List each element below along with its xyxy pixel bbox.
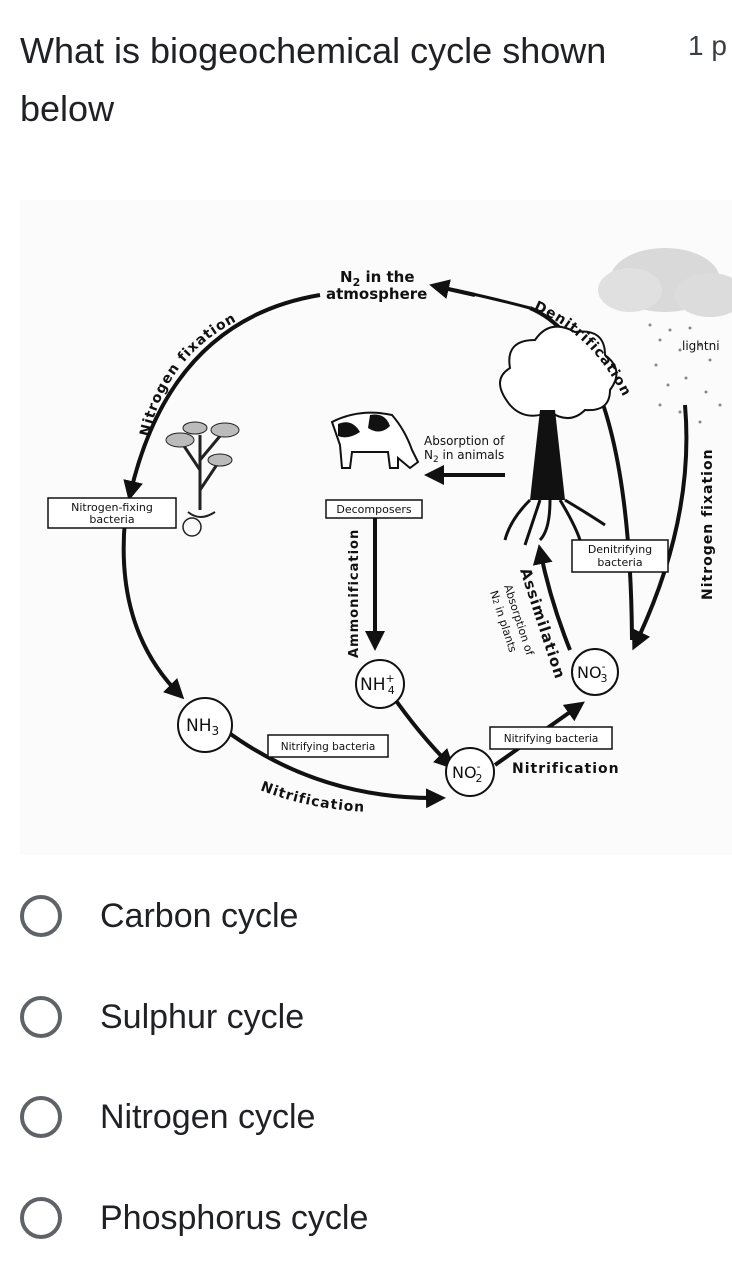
lightning-label: lightni [682, 339, 720, 353]
absorption-animals-label-1: Absorption of [424, 434, 505, 448]
nitrogen-fixing-bacteria-label-1: Nitrogen-fixing [71, 501, 153, 514]
option-label: Nitrogen cycle [100, 1098, 316, 1136]
radio-button[interactable] [20, 996, 62, 1038]
nitrification-bottom-label: Nitrification [259, 779, 366, 816]
option-sulphur-cycle[interactable]: Sulphur cycle [0, 969, 732, 1065]
option-label: Carbon cycle [100, 897, 299, 935]
no2-label: NO-2 [452, 760, 483, 785]
tree-icon [499, 325, 618, 546]
option-nitrogen-cycle[interactable]: Nitrogen cycle [0, 1069, 732, 1165]
option-phosphorus-cycle[interactable]: Phosphorus cycle [0, 1170, 732, 1266]
nitrogen-fixing-bacteria-label-2: bacteria [89, 513, 134, 526]
absorption-animals-label-2: N2 in animals [424, 448, 504, 465]
atmosphere-label: atmosphere [326, 285, 427, 303]
nitrogen-fixation-right-label: Nitrogen fixation [700, 448, 716, 600]
rain-cloud-icon [598, 248, 732, 424]
denitrifying-bacteria-label-1: Denitrifying [588, 543, 652, 556]
radio-button[interactable] [20, 1096, 62, 1138]
nitrogen-fixation-left-label: Nitrogen fixation [137, 310, 239, 438]
no3-label: NO-3 [577, 660, 608, 685]
nh4-label: NH+4 [360, 672, 395, 697]
nitrification-right-label: Nitrification [512, 761, 620, 777]
nitrogen-cycle-diagram: lightni N2 in the [20, 200, 732, 855]
nitrifying-bacteria-right-label: Nitrifying bacteria [504, 733, 599, 745]
denitrifying-bacteria-label-2: bacteria [597, 556, 642, 569]
option-carbon-cycle[interactable]: Carbon cycle [0, 868, 732, 964]
option-label: Sulphur cycle [100, 998, 305, 1036]
question-points: 1 p [688, 30, 727, 61]
radio-button[interactable] [20, 895, 62, 937]
n2-atmosphere-label: N2 in the [340, 268, 415, 289]
question-title: What is biogeochemical cycle shown below [20, 30, 607, 129]
radio-button[interactable] [20, 1197, 62, 1239]
cow-icon [330, 411, 420, 470]
decomposers-label: Decomposers [336, 503, 411, 516]
ammonification-label: Ammonification [347, 529, 362, 658]
option-label: Phosphorus cycle [100, 1199, 369, 1237]
plant-icon [165, 421, 240, 537]
nitrifying-bacteria-left-label: Nitrifying bacteria [281, 741, 376, 753]
nh3-label: NH3 [186, 716, 219, 738]
